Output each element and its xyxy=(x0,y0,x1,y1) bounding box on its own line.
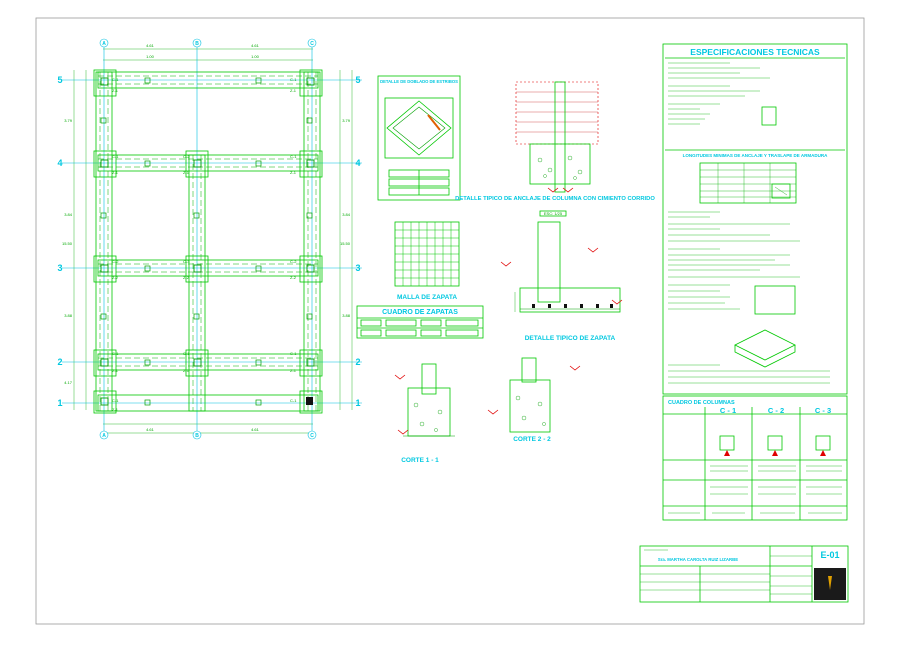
grid-col-b-top: B xyxy=(195,41,199,47)
tag-z2: Z-2 xyxy=(112,275,119,280)
tag-z1: Z-1 xyxy=(183,170,190,175)
anchor-detail: DETALLE TIPICO DE ANCLAJE DE COLUMNA CON… xyxy=(455,81,655,217)
tag-c1: C-1 xyxy=(112,398,119,403)
tag-z1: Z-1 xyxy=(112,170,119,175)
grid-row-3-right: 3 xyxy=(355,263,360,273)
grid-col-c-top: C xyxy=(310,41,314,47)
footing-table: CUADRO DE ZAPATAS xyxy=(356,305,484,339)
mesh-title: MALLA DE ZAPATA xyxy=(397,294,457,301)
tag-z1: Z-1 xyxy=(290,170,297,175)
grid-col-c-bottom: C xyxy=(310,433,314,439)
svg-text:3.79: 3.79 xyxy=(64,118,73,123)
footing-table-title: CUADRO DE ZAPATAS xyxy=(382,309,458,316)
grid-col-a-bottom: A xyxy=(102,433,106,439)
column-header-c3: C - 3 xyxy=(815,406,831,415)
stirrup-detail-title: DETALLE DE DOBLADO DE ESTRIBOS xyxy=(380,79,458,84)
stirrup-detail: DETALLE DE DOBLADO DE ESTRIBOS xyxy=(377,75,461,201)
tag-c1: C-1 xyxy=(112,77,119,82)
title-block: Sra. MARTHA CAROLTA RUIZ LIZARBE E-01 xyxy=(639,545,849,603)
sheet-code: E-01 xyxy=(820,550,839,560)
tag-z1: Z-1 xyxy=(112,368,119,373)
foundation-plan: A B C A B C 5 4 3 2 1 5 4 3 2 1 C-1 C-1 … xyxy=(57,38,362,440)
svg-text:3.84: 3.84 xyxy=(342,212,351,217)
svg-text:1.00: 1.00 xyxy=(146,54,155,59)
svg-text:4.61: 4.61 xyxy=(146,43,155,48)
svg-text:3.88: 3.88 xyxy=(64,313,73,318)
tag-c1: C-1 xyxy=(112,154,119,159)
tag-c3: C-3 xyxy=(183,259,190,264)
grid-row-1-left: 1 xyxy=(57,398,62,408)
grid-row-3-left: 3 xyxy=(57,263,62,273)
svg-text:15.50: 15.50 xyxy=(62,241,73,246)
owner-name: Sra. MARTHA CAROLTA RUIZ LIZARBE xyxy=(658,557,738,562)
column-header-c2: C - 2 xyxy=(768,406,784,415)
tag-z2: Z-2 xyxy=(183,275,190,280)
tag-c2: C-2 xyxy=(183,154,190,159)
tag-z2: Z-2 xyxy=(290,275,297,280)
tag-c1: C-1 xyxy=(183,351,190,356)
tag-c1: C-1 xyxy=(290,398,297,403)
anchor-detail-title: DETALLE TIPICO DE ANCLAJE DE COLUMNA CON… xyxy=(455,196,655,202)
element-tags: C-1 C-1 Z-1 Z-1 C-1 C-2 C-1 Z-1 Z-1 Z-1 … xyxy=(112,77,297,412)
tag-z1: Z-1 xyxy=(112,88,119,93)
grid-row-4-left: 4 xyxy=(57,158,62,168)
footing-mesh: MALLA DE ZAPATA xyxy=(394,221,460,301)
tag-c2: C-2 xyxy=(290,259,297,264)
tag-c1: C-1 xyxy=(112,351,119,356)
plan-dimensions: 4.61 4.61 4.61 4.61 1.00 1.00 3.79 3.84 … xyxy=(62,43,351,432)
grid-row-2-left: 2 xyxy=(57,357,62,367)
sheet-border xyxy=(35,17,865,625)
svg-text:ESC: 1/25: ESC: 1/25 xyxy=(544,211,563,216)
footing-detail: DETALLE TIPICO DE ZAPATA xyxy=(500,221,623,342)
svg-text:3.88: 3.88 xyxy=(342,313,351,318)
specifications-panel: ESPECIFICACIONES TECNICAS LONGITUDES MIN… xyxy=(662,43,848,395)
cut-1-title: CORTE 1 - 1 xyxy=(401,457,439,464)
grid-col-a-top: A xyxy=(102,41,106,47)
svg-text:1.00: 1.00 xyxy=(251,54,260,59)
footing-detail-title: DETALLE TIPICO DE ZAPATA xyxy=(525,335,616,342)
grid-bubbles: A B C A B C 5 4 3 2 1 5 4 3 2 1 xyxy=(57,38,361,440)
tag-z1: Z-1 xyxy=(290,88,297,93)
tag-c1: C-1 xyxy=(290,351,297,356)
svg-text:4.17: 4.17 xyxy=(64,380,73,385)
columns-table-title: CUADRO DE COLUMNAS xyxy=(668,400,735,406)
grid-row-4-right: 4 xyxy=(355,158,360,168)
svg-text:4.61: 4.61 xyxy=(251,43,260,48)
tag-c1: C-1 xyxy=(290,154,297,159)
grid-row-5-right: 5 xyxy=(355,75,360,85)
grid-row-1-right: 1 xyxy=(355,398,360,408)
cut-2-title: CORTE 2 - 2 xyxy=(513,436,551,443)
splice-table-title: LONGITUDES MINIMAS DE ANCLAJE Y TRASLAPE… xyxy=(683,153,829,158)
grid-row-2-right: 2 xyxy=(355,357,360,367)
svg-text:15.50: 15.50 xyxy=(340,241,351,246)
cut-2-2: CORTE 2 - 2 xyxy=(487,357,581,443)
tag-c2: C-2 xyxy=(112,259,119,264)
tag-z1: Z-1 xyxy=(290,368,297,373)
grid-col-b-bottom: B xyxy=(195,433,199,439)
svg-text:4.61: 4.61 xyxy=(251,427,260,432)
tag-c1: C-1 xyxy=(290,77,297,82)
tag-z1: Z-1 xyxy=(183,368,190,373)
specs-title: ESPECIFICACIONES TECNICAS xyxy=(690,47,820,57)
tag-z1: Z-1 xyxy=(112,407,119,412)
svg-text:3.84: 3.84 xyxy=(64,212,73,217)
cut-1-1: CORTE 1 - 1 xyxy=(394,363,455,464)
column-header-c1: C - 1 xyxy=(720,406,736,415)
svg-text:3.79: 3.79 xyxy=(342,118,351,123)
grid-row-5-left: 5 xyxy=(57,75,62,85)
columns-table: CUADRO DE COLUMNAS C - 1 C - 2 C - 3 xyxy=(662,395,848,521)
svg-text:4.61: 4.61 xyxy=(146,427,155,432)
